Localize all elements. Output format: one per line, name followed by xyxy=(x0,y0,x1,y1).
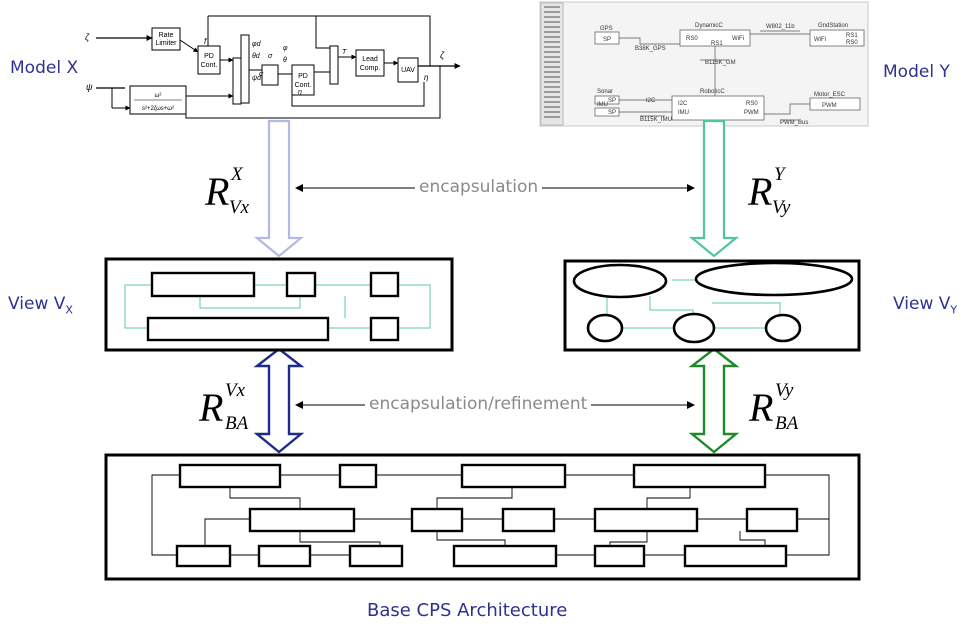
svg-text:R: R xyxy=(204,169,229,214)
svg-text:ψ: ψ xyxy=(86,82,93,92)
svg-text:I2C: I2C xyxy=(678,101,688,107)
svg-text:UAV: UAV xyxy=(401,67,415,74)
svg-text:ω²: ω² xyxy=(155,93,162,99)
svg-text:ψd: ψd xyxy=(252,75,262,82)
arrow-rba-vy xyxy=(688,347,740,454)
svg-text:RoboticC: RoboticC xyxy=(700,89,725,95)
svg-text:SP: SP xyxy=(608,110,616,116)
svg-text:T: T xyxy=(342,49,347,56)
svg-text:Comp.: Comp. xyxy=(360,65,381,72)
svg-text:DynamicC: DynamicC xyxy=(695,23,723,29)
svg-text:RS1: RS1 xyxy=(846,33,858,39)
svg-text:BA: BA xyxy=(775,413,799,434)
svg-text:B38K_GPS: B38K_GPS xyxy=(635,46,666,52)
svg-text:SP: SP xyxy=(603,37,611,43)
svg-text:RS0: RS0 xyxy=(686,36,698,42)
svg-text:Cont.: Cont. xyxy=(295,82,312,89)
relation-r-vy: R Y Vy xyxy=(747,164,791,218)
svg-text:f: f xyxy=(204,37,207,46)
svg-text:R: R xyxy=(748,385,773,430)
svg-text:X: X xyxy=(230,164,244,185)
svg-text:ζ: ζ xyxy=(85,32,90,42)
rate-limiter-label: Rate xyxy=(159,32,174,39)
svg-text:φ: φ xyxy=(283,45,288,52)
svg-text:ζ: ζ xyxy=(440,50,445,60)
svg-text:B115K_IMU: B115K_IMU xyxy=(640,117,672,123)
svg-text:RS1: RS1 xyxy=(711,41,723,47)
svg-text:θ: θ xyxy=(283,57,287,64)
svg-text:Sonar: Sonar xyxy=(597,89,613,95)
svg-text:IMU: IMU xyxy=(597,102,608,108)
encapsulation-refinement-label: encapsulation/refinement xyxy=(365,394,592,414)
svg-text:BA: BA xyxy=(225,413,249,434)
svg-text:Limiter: Limiter xyxy=(155,40,177,47)
svg-text:GPS: GPS xyxy=(600,26,613,32)
arrow-rvy xyxy=(688,119,740,258)
svg-text:Vy: Vy xyxy=(775,380,794,401)
encapsulation-label: encapsulation xyxy=(415,177,543,197)
view-y-label: View VY xyxy=(893,294,958,317)
svg-text:Y: Y xyxy=(774,164,787,185)
svg-text:RS0: RS0 xyxy=(746,101,758,107)
view-x-label: View VX xyxy=(8,294,73,317)
svg-text:Lead: Lead xyxy=(362,56,378,63)
svg-text:R: R xyxy=(747,169,772,214)
relation-r-ba-vy: R Vy BA xyxy=(748,380,799,434)
svg-text:I2C: I2C xyxy=(646,98,656,104)
svg-text:GndStation: GndStation xyxy=(818,23,848,29)
model-x-label: Model X xyxy=(10,58,79,78)
base-architecture-caption: Base CPS Architecture xyxy=(367,600,568,621)
svg-text:φd: φd xyxy=(252,41,262,48)
svg-text:Motor_ESC: Motor_ESC xyxy=(814,92,846,98)
svg-text:PD: PD xyxy=(204,53,214,60)
model-y-screenshot: GPS SP DynamicC RS0 WiFi RS1 W802_11b Gn… xyxy=(539,1,869,127)
arrow-rvx xyxy=(253,119,305,258)
svg-text:Vy: Vy xyxy=(772,197,791,218)
svg-text:WiFi: WiFi xyxy=(732,36,744,42)
svg-text:θd: θd xyxy=(252,53,261,60)
svg-text:SP: SP xyxy=(608,98,616,104)
svg-text:Cont.: Cont. xyxy=(201,62,218,69)
svg-text:R: R xyxy=(198,385,223,430)
arrow-rba-vx xyxy=(253,347,305,454)
svg-text:PWM_Bus: PWM_Bus xyxy=(780,120,808,126)
relation-r-ba-vx: R Vx BA xyxy=(198,380,249,434)
svg-text:IMU: IMU xyxy=(678,110,689,116)
svg-text:Vx: Vx xyxy=(229,197,250,218)
model-x-diagram: ζ ψ Rate Limiter ω² s²+2ζωs+ω² PD Cont. … xyxy=(85,15,461,119)
svg-text:η: η xyxy=(424,73,429,82)
svg-text:PD: PD xyxy=(298,73,308,80)
svg-text:W802_11b: W802_11b xyxy=(766,24,795,30)
svg-text:PWM: PWM xyxy=(744,110,759,116)
svg-text:B115K_GM: B115K_GM xyxy=(705,60,736,66)
relation-r-vx: R X Vx xyxy=(204,164,250,218)
view-vy-box xyxy=(563,259,861,352)
base-architecture-box xyxy=(104,453,861,581)
svg-text:Vx: Vx xyxy=(225,380,246,401)
svg-text:σ: σ xyxy=(259,71,264,78)
svg-text:RS0: RS0 xyxy=(846,40,858,46)
svg-text:PWM: PWM xyxy=(822,103,837,109)
svg-text:η: η xyxy=(298,89,302,96)
svg-text:σ: σ xyxy=(268,53,273,60)
view-vx-box xyxy=(104,257,454,352)
svg-text:WiFi: WiFi xyxy=(814,37,826,43)
svg-text:s²+2ζωs+ω²: s²+2ζωs+ω² xyxy=(142,106,174,112)
model-y-label: Model Y xyxy=(883,62,950,82)
